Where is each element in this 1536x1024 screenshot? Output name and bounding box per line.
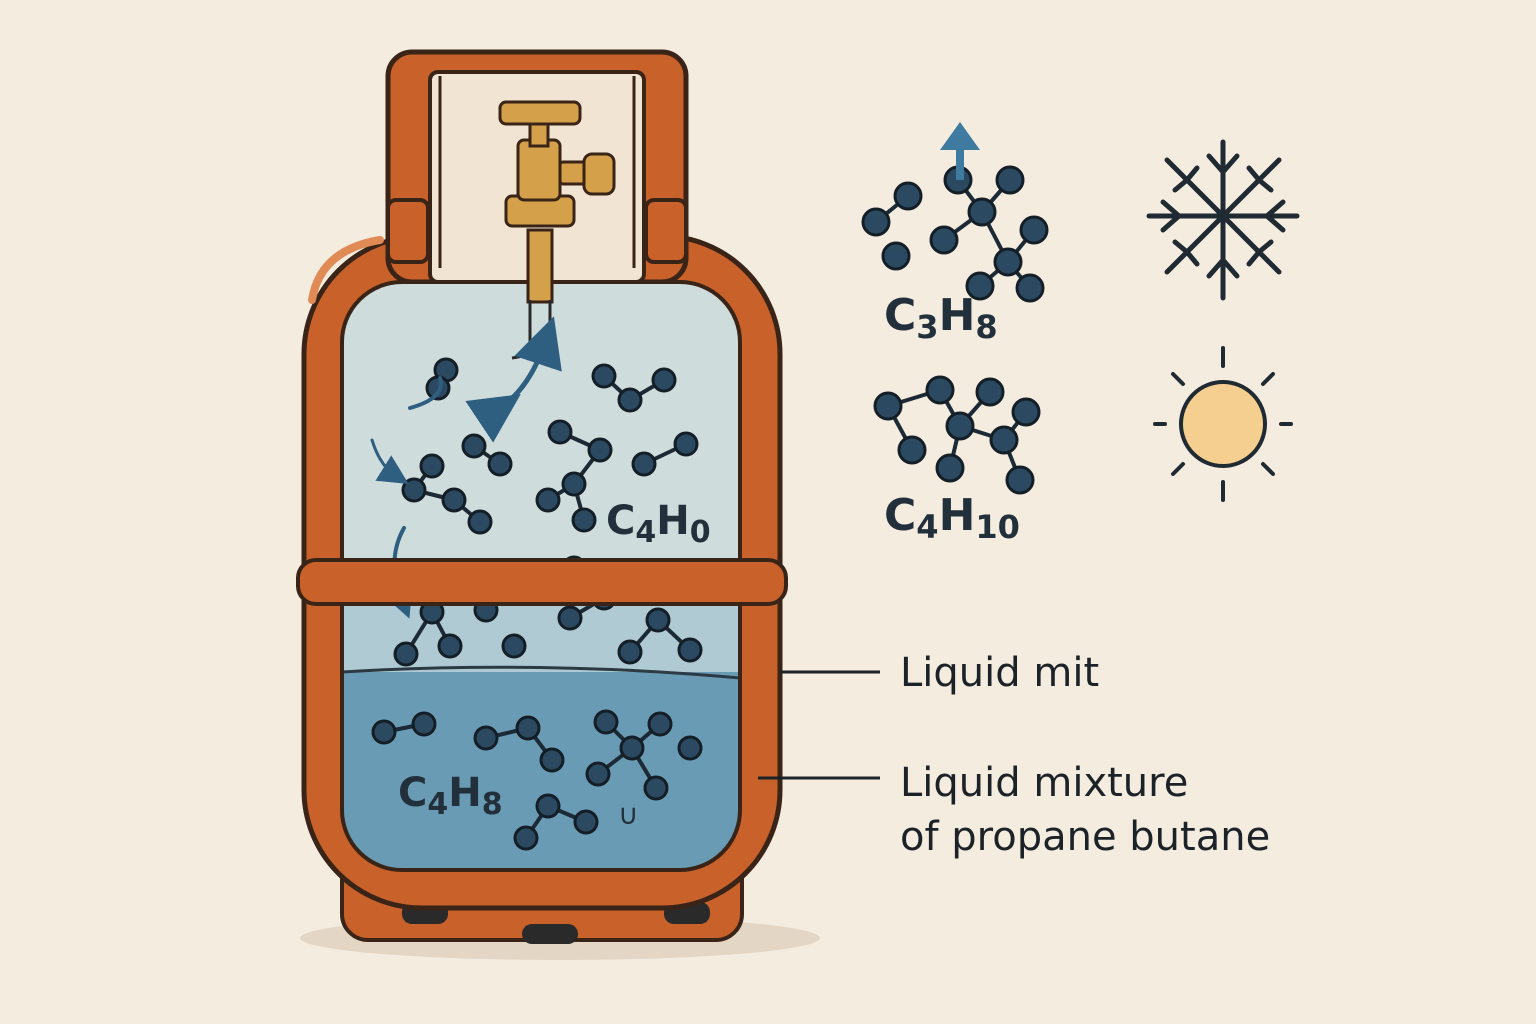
callout-lower-label-line1: Liquid mixture (900, 760, 1188, 806)
molecule (591, 363, 677, 413)
molecule (631, 431, 699, 477)
foot-vent (522, 924, 578, 944)
snowflake-icon (1146, 139, 1300, 301)
molecule (473, 715, 565, 773)
liquid-surface (342, 665, 740, 680)
flow-arrow (408, 376, 443, 410)
molecule (401, 453, 493, 535)
cylinder-band (296, 558, 788, 606)
arrow-up-icon (940, 122, 980, 180)
molecule (513, 793, 599, 851)
callout-lower-label-line2: of propane butane (900, 814, 1270, 860)
propane-formula: C3H8 (884, 290, 998, 346)
molecule (501, 633, 527, 659)
molecule (861, 181, 923, 271)
molecule (617, 607, 703, 665)
molecule (929, 165, 1049, 303)
gas-formula: C4H0 (606, 498, 711, 550)
butane-formula: C4H10 (884, 490, 1020, 546)
valve-handwheel (498, 100, 582, 126)
valve-stem (526, 228, 554, 304)
molecule (371, 711, 437, 745)
circulation-arrow (465, 316, 562, 443)
molecule (425, 357, 459, 401)
molecule (535, 419, 613, 533)
sun-icon (1153, 346, 1293, 502)
valve-outlet (582, 152, 616, 196)
condense-arrow (370, 438, 409, 484)
callout-upper-label: Liquid mit (900, 650, 1099, 696)
molecule (585, 709, 703, 801)
liquid-formula: C4H8 (398, 770, 503, 822)
molecule (873, 375, 1041, 495)
small-glyph: ∪ (618, 798, 639, 831)
side-molecules (861, 165, 1049, 495)
liquid-space (342, 672, 740, 870)
